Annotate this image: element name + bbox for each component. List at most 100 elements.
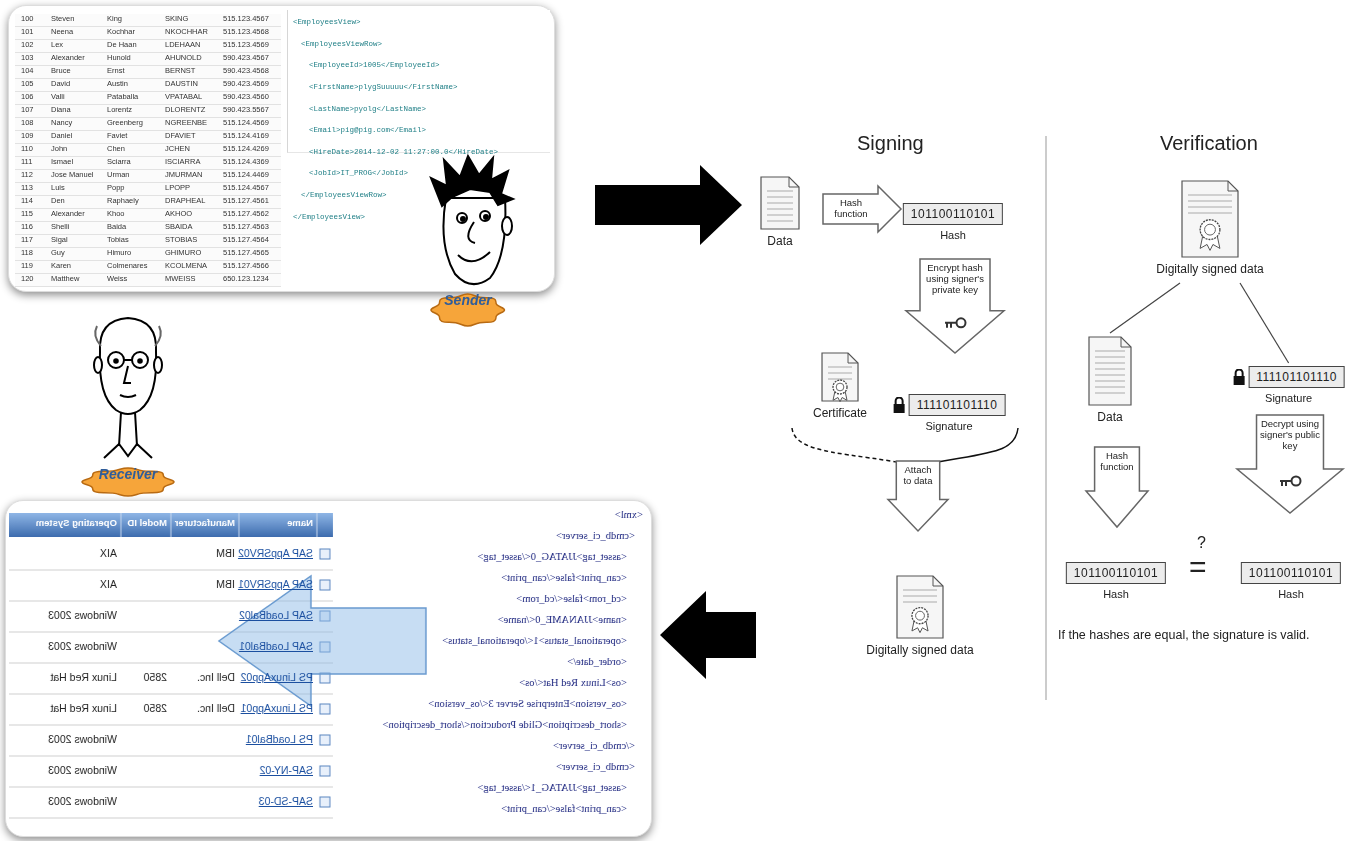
table-cell: SBAIDA [165,223,193,232]
node-body: Data [1097,336,1122,424]
table-row-lines-part [9,818,333,819]
document-icon-outline-part-part [1095,393,1125,394]
box-caption: Hash [940,229,966,241]
certificate-icon-outline-part-part [833,380,847,394]
document-icon-outline-part-part [767,191,793,192]
connector-line [1240,283,1289,363]
box-caption: Signature [1265,392,1312,404]
table-cell: Windows 2003 [48,609,117,621]
signed-document-icon-outline-part-part [1188,213,1232,214]
table-cell: Ernst [107,67,125,76]
table-cell: VPATABAL [165,93,202,102]
equals-sign: = [1189,552,1207,582]
process-arrow-outline-part [1280,477,1301,487]
table-cell: AIX [100,547,117,559]
document-icon-outline-part-part [1095,351,1125,352]
lock-icon-part [896,397,903,404]
table-cell: AKHOO [165,210,192,219]
table-cell: ISCIARRA [165,158,200,167]
node-body: Attach to data [899,465,936,487]
diagram-heading: Verification [1160,132,1258,155]
document-icon-outline-part-part [1095,381,1125,382]
process-arrow: Hash function [822,184,902,234]
table-cell: Daniel [51,132,72,141]
process-arrow-outline-part [1237,415,1343,513]
document-label: Data [1097,410,1122,424]
process-arrow-outline-part-part [957,318,966,327]
table-link-cell: SAP-SD-03 [259,795,313,807]
document-label: Certificate [813,406,867,420]
receiver-figure-part [154,357,162,373]
table-row-lines-part [320,704,330,714]
table-cell: Alexander [51,210,85,219]
table-cell: Diana [51,106,71,115]
table-cell: 515.124.4469 [223,171,269,180]
table-cell: 103 [21,54,34,63]
table-cell: 100 [21,15,34,24]
xml-line: <operational_status>1</operational_statu… [442,635,627,647]
black-arrow-right [595,165,742,245]
xml-line: <Email>pig@pig.com</Email> [309,126,854,135]
table-cell: 590.423.5567 [223,106,269,115]
receiver-figure [94,318,162,458]
node-body: Certificate [813,352,867,420]
table-cell: Steven [51,15,74,24]
table-cell: DAUSTIN [165,80,198,89]
mirrored-screenshot: NameManufacturerModel IDOperating System… [6,501,651,836]
document-label: Data [767,234,792,248]
diagram-heading: Signing [857,132,924,155]
box-caption: Hash [1278,588,1304,600]
table-header: Model ID [127,518,167,529]
table-cell: STOBIAS [165,236,197,245]
table-cell: Luis [51,184,65,193]
table-link-cell: PS LinuxApp01 [241,702,313,714]
table-header: Operating System [36,518,117,529]
certificate-icon-outline-part-part [828,379,852,380]
table-cell: 101 [21,28,34,37]
table-cell: 515.127.4565 [223,249,269,258]
document-icon: Data [1085,336,1135,428]
document-icon-outline-part-part [1121,337,1131,347]
signed-document-icon-outline-part-part [916,611,925,620]
signature-value: 111101101110 [1248,366,1345,388]
signed-document-icon-outline-part-part [1228,181,1238,191]
table-cell: Raphaely [107,197,139,206]
table-cell: Greenberg [107,119,143,128]
table-cell: Neena [51,28,73,37]
table-cell: Chen [107,145,125,154]
table-cell: 515.123.4567 [223,15,269,24]
table-cell: SKING [165,15,188,24]
document-icon-outline-part-part [1095,357,1125,358]
certificate-icon-outline-part [822,353,858,402]
table-row-lines-part [320,766,330,776]
signed-document-icon-outline-part-part [1200,220,1220,240]
table-cell: Linux Red Hat [50,702,117,714]
node-body: 111101101110Signature [893,394,1006,432]
node-body: 111101101110Signature [1232,366,1345,404]
table-cell: Khoo [107,210,125,219]
table-cell: Lex [51,41,63,50]
table-link-cell: PS LoadBal01 [246,733,313,745]
receiver-figure-part [108,352,124,368]
node-body: Sender [444,292,491,308]
certificate-icon: Certificate [809,352,871,424]
table-row-lines-part [320,735,330,745]
table-cell: 2850 [144,702,167,714]
table-cell: Shelli [51,223,69,232]
table-cell: 515.127.4562 [223,210,269,219]
sender-figure-part [443,198,505,284]
xml-line: <order_date/> [567,656,627,668]
table-cell: Himuro [107,249,131,258]
xml-line: <EmployeeId>1005</EmployeeId> [309,61,854,70]
signature-row: 111101101110 [1232,366,1345,388]
blue-hollow-arrow [219,576,426,706]
xml-line: </cmdb_ci_server> [553,740,635,752]
xml-line: <os_version>Enterprise Server 3</os_vers… [428,698,627,710]
node-body: Digitally signed data [866,575,973,657]
table-cell: John [51,145,67,154]
table-cell: Valli [51,93,65,102]
table-row-lines-part [9,570,333,571]
table-cell: Matthew [51,275,79,284]
receiver-screenshot-panel: NameManufacturerModel IDOperating System… [5,500,652,837]
receiver-figure-part [104,444,152,458]
